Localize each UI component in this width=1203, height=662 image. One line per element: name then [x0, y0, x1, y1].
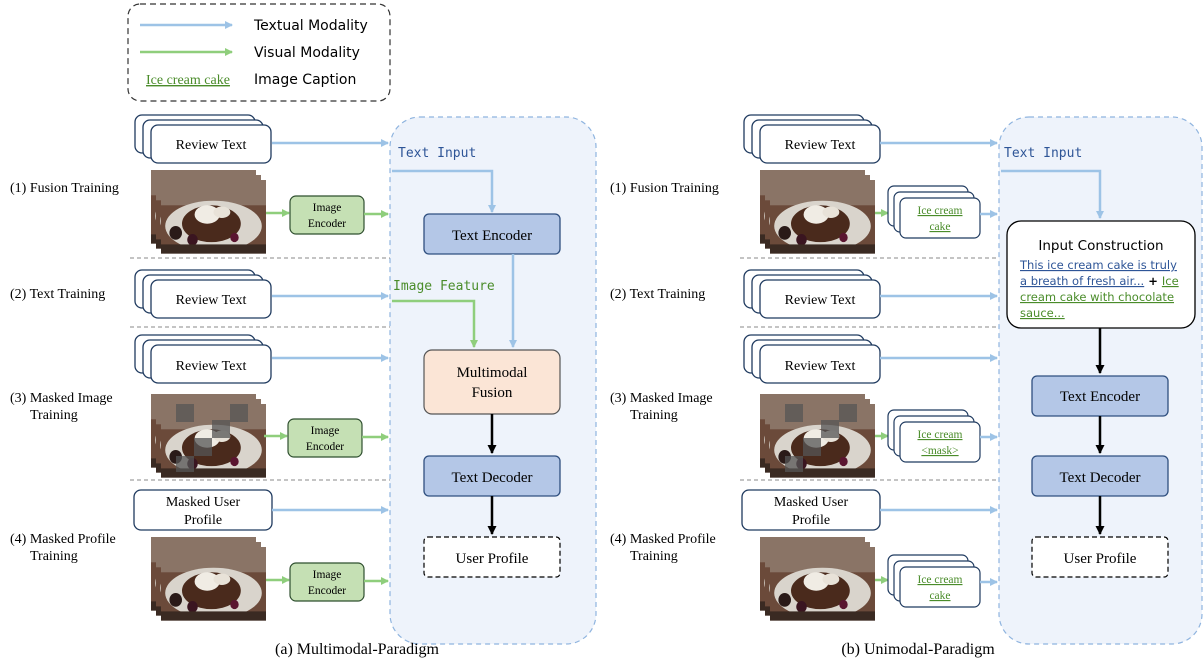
svg-text:Masked User: Masked User: [774, 495, 849, 510]
svg-text:Fusion: Fusion: [472, 385, 513, 401]
svg-text:Encoder: Encoder: [308, 218, 346, 230]
svg-text:Ice cream: Ice cream: [917, 429, 962, 441]
review-text-stack-1b: Review Text: [743, 114, 881, 164]
image-encoder-3: Image Encoder: [287, 418, 363, 458]
review-text-stack-2b: Review Text: [743, 269, 881, 319]
svg-text:cake: cake: [929, 221, 950, 233]
review-text-stack-3b: Review Text: [743, 334, 881, 384]
review-text-stack-3a: Review Text: [134, 334, 272, 384]
review-text-stack-2a: Review Text: [134, 269, 272, 319]
masked-user-profile-b: Masked User Profile: [741, 489, 881, 531]
row-label-masked-image: (3) Masked Image: [10, 391, 113, 406]
svg-text:Text Encoder: Text Encoder: [1060, 389, 1140, 405]
svg-text:a breath of fresh air... + Ice: a breath of fresh air... + Ice: [1020, 274, 1179, 288]
multimodal-fusion: Multimodal Fusion: [423, 349, 561, 415]
caption-a: (a) Multimodal-Paradigm: [275, 641, 440, 658]
user-profile-a: User Profile: [423, 536, 561, 578]
svg-text:Encoder: Encoder: [306, 441, 344, 453]
row-label-fusion: (1) Fusion Training: [10, 181, 119, 196]
svg-text:sauce...: sauce...: [1020, 306, 1065, 320]
user-profile-b: User Profile: [1031, 536, 1169, 578]
food-image-stack-1b: [760, 170, 875, 254]
svg-text:Profile: Profile: [184, 513, 222, 528]
masked-food-image-stack-b: [760, 394, 875, 478]
food-image-stack-4a: [151, 537, 266, 621]
svg-text:Review Text: Review Text: [176, 359, 247, 374]
caption-stack-4b: Ice cream cake: [887, 554, 981, 608]
svg-text:(1) Fusion Training: (1) Fusion Training: [610, 181, 719, 196]
svg-text:Review Text: Review Text: [785, 138, 856, 153]
svg-text:Profile: Profile: [792, 513, 830, 528]
svg-text:Masked User: Masked User: [166, 495, 241, 510]
masked-food-image-stack-a: [151, 394, 266, 478]
legend-caption-example: Ice cream cake: [146, 73, 230, 88]
svg-text:Encoder: Encoder: [308, 585, 346, 597]
svg-text:Review Text: Review Text: [176, 293, 247, 308]
legend-visual-label: Visual Modality: [254, 45, 360, 61]
row-label-masked-image-2: Training: [30, 408, 78, 423]
legend: Textual Modality Visual Modality Ice cre…: [127, 3, 391, 102]
svg-text:Review Text: Review Text: [785, 359, 856, 374]
svg-text:<mask>: <mask>: [921, 445, 958, 457]
row-label-text: (2) Text Training: [10, 287, 105, 302]
svg-text:Text Decoder: Text Decoder: [452, 470, 533, 486]
row-label-masked-profile-2: Training: [30, 549, 78, 564]
text-input-label-a: Text Input: [398, 146, 476, 161]
text-decoder-a: Text Decoder: [423, 455, 561, 497]
image-feature-label: Image Feature: [393, 279, 495, 294]
caption-stack-1b: Ice cream cake: [887, 185, 981, 239]
text-input-label-b: Text Input: [1004, 146, 1082, 161]
image-encoder-4: Image Encoder: [289, 562, 365, 602]
text-encoder-b: Text Encoder: [1031, 375, 1169, 417]
svg-text:Image: Image: [313, 202, 342, 214]
text-encoder-a: Text Encoder: [423, 213, 561, 255]
svg-text:Multimodal: Multimodal: [457, 365, 528, 381]
svg-text:Training: Training: [630, 408, 678, 423]
svg-text:(2) Text Training: (2) Text Training: [610, 287, 705, 302]
svg-text:Text Decoder: Text Decoder: [1060, 470, 1141, 486]
svg-text:User Profile: User Profile: [456, 551, 529, 567]
svg-text:cake: cake: [929, 590, 950, 602]
legend-caption-label: Image Caption: [254, 72, 356, 88]
svg-text:Text Encoder: Text Encoder: [452, 228, 532, 244]
row-label-masked-profile: (4) Masked Profile: [10, 532, 116, 547]
svg-text:cream cake with chocolate: cream cake with chocolate: [1020, 290, 1174, 304]
input-construction-box: Input Construction This ice cream cake i…: [1006, 220, 1196, 329]
legend-textual-label: Textual Modality: [253, 18, 368, 34]
image-encoder-1: Image Encoder: [289, 195, 365, 235]
svg-text:(4) Masked Profile: (4) Masked Profile: [610, 532, 716, 547]
svg-text:Ice cream: Ice cream: [917, 574, 962, 586]
svg-text:Review Text: Review Text: [785, 293, 856, 308]
text-decoder-b: Text Decoder: [1031, 455, 1169, 497]
food-image-stack-4b: [760, 537, 875, 621]
svg-text:Ice cream: Ice cream: [917, 205, 962, 217]
svg-text:User Profile: User Profile: [1064, 551, 1137, 567]
masked-user-profile-a: Masked User Profile: [133, 489, 273, 531]
review-text-label: Review Text: [176, 138, 247, 153]
svg-text:Image: Image: [311, 425, 340, 437]
svg-text:Image: Image: [313, 569, 342, 581]
caption-stack-3b: Ice cream <mask>: [887, 409, 981, 463]
svg-text:Training: Training: [630, 549, 678, 564]
svg-text:(3) Masked Image: (3) Masked Image: [610, 391, 713, 406]
review-text-stack-1a: Review Text: [134, 114, 272, 164]
caption-b: (b) Unimodal-Paradigm: [841, 641, 995, 658]
food-image-stack-1a: [151, 170, 266, 254]
svg-text:Input Construction: Input Construction: [1038, 238, 1163, 254]
svg-text:This ice cream cake is truly: This ice cream cake is truly: [1019, 258, 1177, 272]
